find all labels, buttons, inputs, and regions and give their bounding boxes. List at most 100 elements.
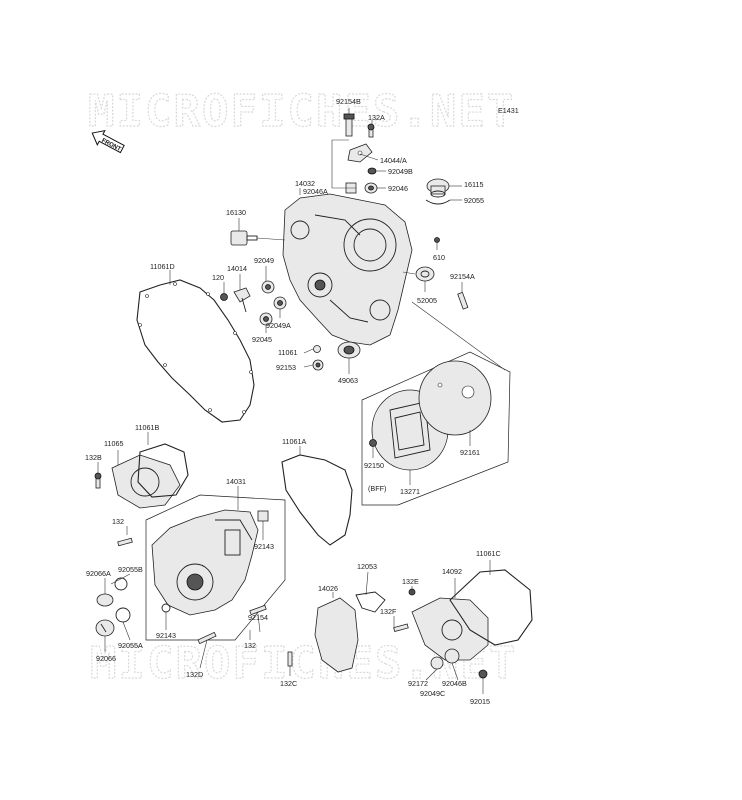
leader-lines xyxy=(97,108,506,694)
cover-11065 xyxy=(111,454,181,509)
bracket-12053 xyxy=(355,591,386,613)
label-92046B: 92046B xyxy=(442,679,467,688)
label-92143-b: 92143 xyxy=(156,631,176,640)
label-92172: 92172 xyxy=(408,679,428,688)
bolt-132 xyxy=(117,537,133,547)
label-132B: 132B xyxy=(85,453,102,462)
plate-92161 xyxy=(418,360,492,436)
gasket-11061D-holes xyxy=(138,282,253,414)
plug-92066 xyxy=(95,619,115,637)
label-92046: 92046 xyxy=(388,184,408,193)
gasket-11061C xyxy=(449,569,533,646)
o-ring-92055 xyxy=(425,199,451,205)
label-132A: 132A xyxy=(368,113,385,122)
label-92015: 92015 xyxy=(470,697,490,706)
o-ring-92055B xyxy=(114,577,128,591)
bushing-92046 xyxy=(364,182,378,194)
gasket-11061D xyxy=(136,279,255,423)
bolt-132B xyxy=(94,472,102,489)
crankcase-cover-14032 xyxy=(282,193,413,346)
label-92049B: 92049B xyxy=(388,167,413,176)
label-14014: 14014 xyxy=(227,264,247,273)
label-132-b: 132 xyxy=(244,641,256,650)
bolt-132D xyxy=(197,631,217,645)
label-14044A: 14044/A xyxy=(380,156,407,165)
label-92154A: 92154A xyxy=(450,272,475,281)
washer-92015 xyxy=(478,669,488,679)
label-12053: 12053 xyxy=(357,562,377,571)
label-132D: 132D xyxy=(186,670,203,679)
label-14031: 14031 xyxy=(226,477,246,486)
label-11061: 11061 xyxy=(278,348,297,357)
label-92153: 92153 xyxy=(276,363,296,372)
watermark-top: MICROFICHES.NET xyxy=(88,86,515,137)
seal-52005 xyxy=(415,266,435,282)
label-92049: 92049 xyxy=(254,256,274,265)
gasket-11061B xyxy=(137,443,189,498)
label-11065: 11065 xyxy=(104,439,123,448)
label-92150: 92150 xyxy=(364,461,384,470)
label-132C: 132C xyxy=(280,679,297,688)
label-92066A: 92066A xyxy=(86,569,111,578)
label-14026: 14026 xyxy=(318,584,338,593)
label-610: 610 xyxy=(433,253,445,262)
bolt-14014 xyxy=(233,287,251,313)
label-92055: 92055 xyxy=(464,196,484,205)
bracket-14044A xyxy=(347,143,373,163)
plug-92066A xyxy=(96,593,114,607)
bff-label: (BFF) xyxy=(368,484,386,493)
bolt-132C xyxy=(287,651,293,667)
label-16130: 16130 xyxy=(226,208,246,217)
screw-132A xyxy=(367,123,375,138)
label-132E: 132E xyxy=(402,577,419,586)
bolt-132F xyxy=(393,623,409,632)
label-92049A: 92049A xyxy=(266,321,291,330)
bolt-92154A xyxy=(457,291,469,310)
label-49063: 49063 xyxy=(338,376,358,385)
bolt-92153 xyxy=(312,359,324,371)
diagram-code: E1431 xyxy=(498,106,519,115)
bolt-92150 xyxy=(369,439,377,447)
part-16130 xyxy=(230,230,258,246)
label-132F: 132F xyxy=(380,607,397,616)
gasket-11061A xyxy=(281,454,353,546)
label-52005: 52005 xyxy=(417,296,437,305)
o-ring-92055A xyxy=(115,607,131,623)
label-92045: 92045 xyxy=(252,335,272,344)
label-92154B: 92154B xyxy=(336,97,361,106)
label-92161: 92161 xyxy=(460,448,480,457)
label-92055A: 92055A xyxy=(118,641,143,650)
cover-14092 xyxy=(411,597,489,661)
part-labels: 92154B 132A 14044/A 92049B 14032 92046A … xyxy=(85,97,501,706)
label-11061B: 11061B xyxy=(135,423,159,432)
label-11061A: 11061A xyxy=(282,437,306,446)
plate-group-box xyxy=(361,351,511,506)
bushing-92143-b xyxy=(161,603,171,613)
label-132: 132 xyxy=(112,517,124,526)
label-92046A: 92046A xyxy=(303,187,328,196)
label-14092: 14092 xyxy=(442,567,462,576)
plug-11061 xyxy=(313,345,321,353)
label-14032: 14032 xyxy=(295,179,315,188)
cover-14031 xyxy=(151,509,259,616)
cover-assembly-box xyxy=(145,494,286,641)
seal-92172 xyxy=(430,656,444,670)
seal-92046B xyxy=(444,648,460,664)
label-92055B: 92055B xyxy=(118,565,143,574)
label-92066: 92066 xyxy=(96,654,116,663)
label-13271: 13271 xyxy=(400,487,420,496)
bolt-92154 xyxy=(249,604,267,616)
screw-120 xyxy=(220,293,228,301)
cap-16115 xyxy=(426,178,450,198)
label-16115: 16115 xyxy=(464,180,483,189)
bushing-92143 xyxy=(257,510,269,522)
cover-14026 xyxy=(314,597,359,673)
label-120: 120 xyxy=(212,273,224,282)
label-92049C: 92049C xyxy=(420,689,445,698)
label-11061C: 11061C xyxy=(476,549,501,558)
label-92143: 92143 xyxy=(254,542,274,551)
label-92154: 92154 xyxy=(248,613,268,622)
ring-92049B xyxy=(367,167,377,175)
label-11061D: 11061D xyxy=(150,262,175,271)
